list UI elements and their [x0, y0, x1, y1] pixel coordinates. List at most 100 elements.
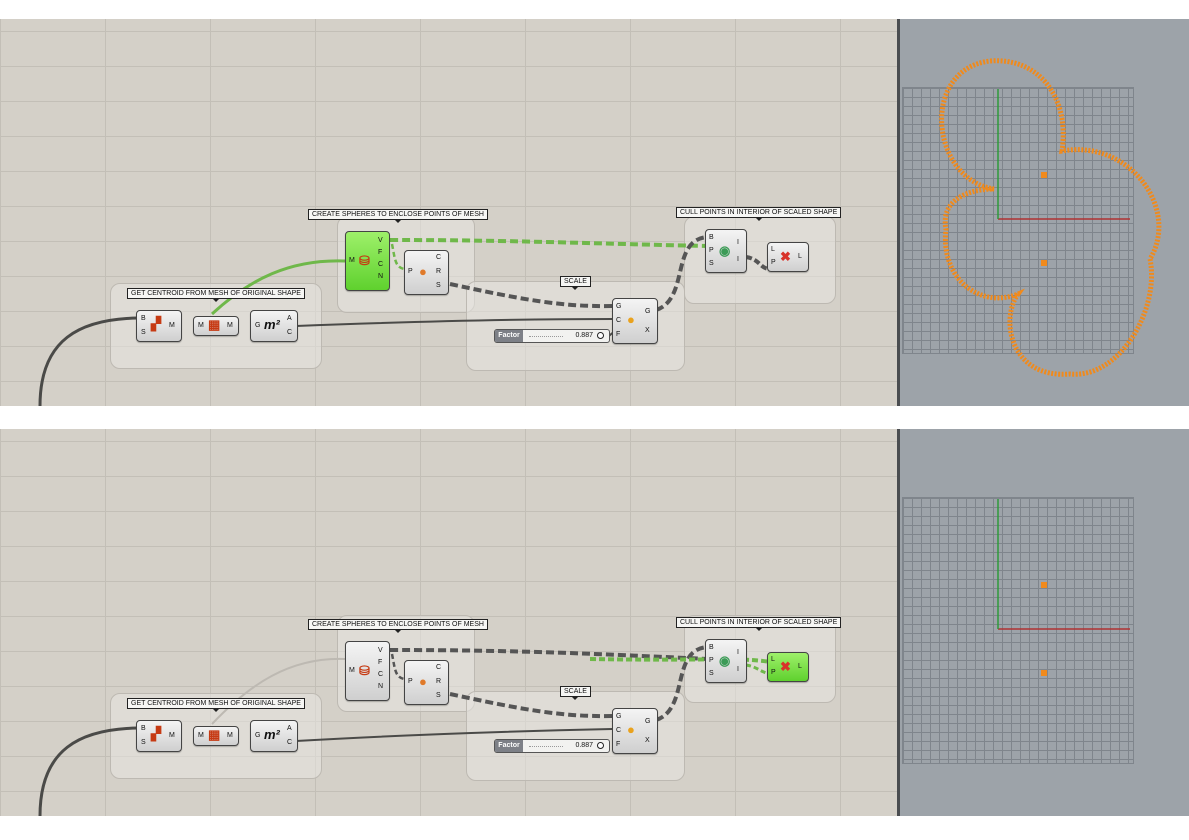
port-g[interactable]: G: [255, 732, 261, 739]
port-m[interactable]: M: [349, 257, 355, 264]
port-g[interactable]: G: [645, 718, 651, 725]
rhino-viewport[interactable]: [900, 429, 1189, 816]
mesh-join-icon: ▦: [208, 727, 221, 742]
grasshopper-canvas[interactable]: CREATE SPHERES TO ENCLOSE POINTS OF MESH…: [0, 429, 897, 816]
rhino-viewport[interactable]: [900, 19, 1189, 406]
port-s[interactable]: S: [436, 282, 441, 289]
port-g[interactable]: G: [616, 713, 622, 720]
port-c[interactable]: C: [436, 664, 442, 671]
sphere-component[interactable]: P ● C R S: [404, 660, 449, 705]
scale-component[interactable]: G C F ● G X: [612, 298, 658, 344]
port-p[interactable]: P: [709, 247, 714, 254]
panel-divider[interactable]: [897, 19, 900, 406]
port-p[interactable]: P: [709, 657, 714, 664]
port-g[interactable]: G: [255, 322, 261, 329]
port-c[interactable]: C: [287, 739, 293, 746]
port-c[interactable]: C: [287, 329, 293, 336]
port-s[interactable]: S: [141, 329, 146, 336]
area-component[interactable]: G m² A C: [250, 720, 298, 752]
point-in-brep-component[interactable]: B P S ◉ I I: [705, 229, 747, 273]
group-label-spheres: CREATE SPHERES TO ENCLOSE POINTS OF MESH: [308, 209, 488, 223]
port-c[interactable]: C: [378, 671, 384, 678]
mesh-join-component[interactable]: M ▦ M: [193, 316, 239, 336]
port-b[interactable]: B: [141, 725, 146, 732]
port-n[interactable]: N: [378, 683, 384, 690]
port-r[interactable]: R: [436, 678, 442, 685]
port-b[interactable]: B: [709, 234, 714, 241]
port-a[interactable]: A: [287, 725, 292, 732]
port-g[interactable]: G: [616, 303, 622, 310]
port-c[interactable]: C: [616, 317, 622, 324]
port-l[interactable]: L: [771, 246, 775, 253]
group-label-cull: CULL POINTS IN INTERIOR OF SCALED SHAPE: [676, 207, 842, 221]
brep-to-mesh-component[interactable]: B S ▞ M: [136, 310, 182, 342]
bottom-panel: CREATE SPHERES TO ENCLOSE POINTS OF MESH…: [0, 429, 1189, 816]
port-l[interactable]: L: [798, 663, 802, 670]
port-p[interactable]: P: [408, 268, 413, 275]
port-m[interactable]: M: [227, 732, 233, 739]
port-v[interactable]: V: [378, 647, 383, 654]
port-f[interactable]: F: [378, 659, 383, 666]
area-component[interactable]: G m² A C: [250, 310, 298, 342]
port-x[interactable]: X: [645, 737, 650, 744]
port-s[interactable]: S: [709, 670, 714, 677]
port-f[interactable]: F: [616, 741, 621, 748]
group-label-centroid: GET CENTROID FROM MESH OF ORIGINAL SHAPE: [127, 288, 305, 302]
port-m[interactable]: M: [227, 322, 233, 329]
group-label-scale: SCALE: [560, 276, 591, 290]
port-f[interactable]: F: [616, 331, 621, 338]
port-m[interactable]: M: [169, 732, 175, 739]
centroid-point: [1041, 670, 1047, 676]
port-p[interactable]: P: [771, 669, 776, 676]
wire-cull-inside-to-pattern: [745, 255, 771, 271]
port-i[interactable]: I: [737, 666, 739, 673]
scale-component[interactable]: G C F ● G X: [612, 708, 658, 754]
grasshopper-canvas[interactable]: CREATE SPHERES TO ENCLOSE POINTS OF MESH…: [0, 19, 897, 406]
port-b[interactable]: B: [141, 315, 146, 322]
mesh-join-component[interactable]: M ▦ M: [193, 726, 239, 746]
port-m[interactable]: M: [198, 732, 204, 739]
port-g[interactable]: G: [645, 308, 651, 315]
port-c[interactable]: C: [616, 727, 622, 734]
factor-slider[interactable]: Factor 0.887: [494, 329, 610, 343]
port-b[interactable]: B: [709, 644, 714, 651]
port-i[interactable]: I: [737, 239, 739, 246]
deconstruct-mesh-component[interactable]: M ⛁ V F C N: [345, 641, 390, 701]
port-l[interactable]: L: [771, 656, 775, 663]
point-in-brep-component[interactable]: B P S ◉ I I: [705, 639, 747, 683]
slider-label: Factor: [495, 740, 523, 752]
sphere-component[interactable]: P ● C R S: [404, 250, 449, 295]
port-f[interactable]: F: [378, 249, 383, 256]
port-l[interactable]: L: [798, 253, 802, 260]
port-m[interactable]: M: [198, 322, 204, 329]
deconstruct-mesh-component[interactable]: M ⛁ V F C N: [345, 231, 390, 291]
cull-pattern-icon: ✖: [780, 249, 791, 264]
viewport-geometry: [997, 499, 1130, 676]
port-c[interactable]: C: [378, 261, 384, 268]
factor-slider[interactable]: Factor 0.887: [494, 739, 610, 753]
port-i[interactable]: I: [737, 256, 739, 263]
cull-pattern-component[interactable]: L P ✖ L: [767, 242, 809, 272]
port-p[interactable]: P: [771, 259, 776, 266]
slider-track[interactable]: [529, 336, 563, 337]
port-x[interactable]: X: [645, 327, 650, 334]
slider-knob[interactable]: [597, 742, 604, 749]
port-r[interactable]: R: [436, 268, 442, 275]
port-v[interactable]: V: [378, 237, 383, 244]
port-n[interactable]: N: [378, 273, 384, 280]
cull-pattern-component[interactable]: L P ✖ L: [767, 652, 809, 682]
panel-divider[interactable]: [897, 429, 900, 816]
port-m[interactable]: M: [349, 667, 355, 674]
port-c[interactable]: C: [436, 254, 442, 261]
port-p[interactable]: P: [408, 678, 413, 685]
port-m[interactable]: M: [169, 322, 175, 329]
port-s[interactable]: S: [141, 739, 146, 746]
slider-knob[interactable]: [597, 332, 604, 339]
slider-label: Factor: [495, 330, 523, 342]
brep-to-mesh-component[interactable]: B S ▞ M: [136, 720, 182, 752]
port-s[interactable]: S: [709, 260, 714, 267]
slider-track[interactable]: [529, 746, 563, 747]
port-a[interactable]: A: [287, 315, 292, 322]
port-s[interactable]: S: [436, 692, 441, 699]
port-i[interactable]: I: [737, 649, 739, 656]
